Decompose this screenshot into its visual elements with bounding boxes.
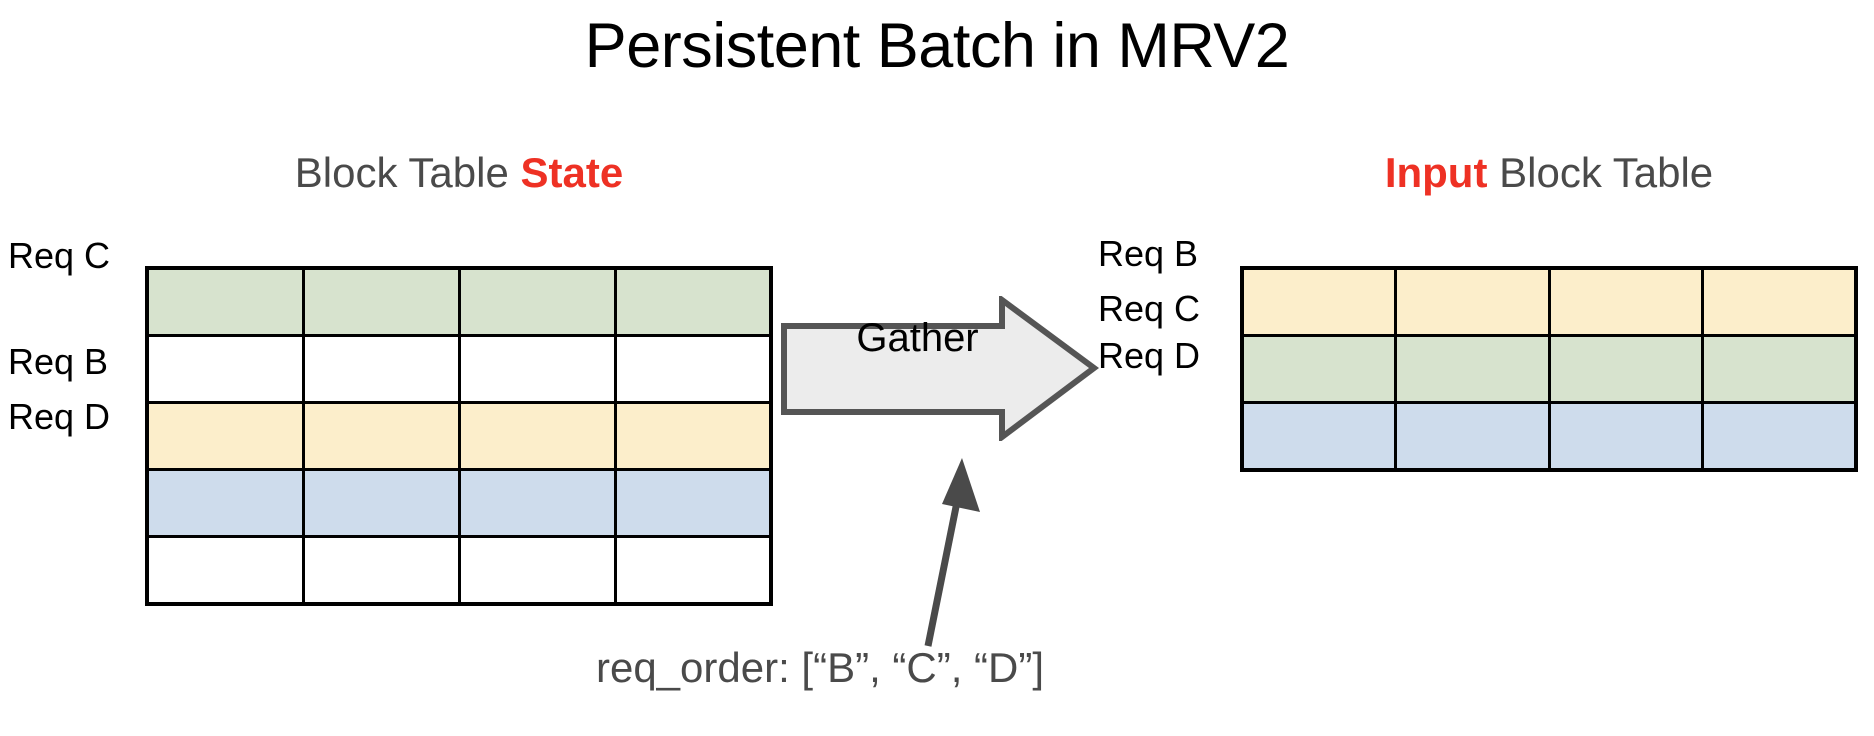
gather-arrow-shape	[781, 296, 1100, 441]
state-table-cell	[613, 334, 773, 404]
block-table-input	[1240, 266, 1858, 472]
block-table-input-body	[1240, 266, 1858, 472]
input-table-cell	[1701, 334, 1858, 404]
state-table-cell	[613, 535, 773, 606]
state-table-row	[145, 535, 773, 606]
input-table-row	[1240, 334, 1858, 404]
state-table-cell	[301, 401, 461, 471]
input-row-label-req-c: Req C	[1098, 288, 1201, 329]
left-heading-accent: State	[520, 149, 624, 196]
right-heading-suffix: Block Table	[1487, 149, 1714, 196]
state-table-row	[145, 334, 773, 404]
state-table-cell	[301, 266, 461, 337]
input-table-row	[1240, 266, 1858, 337]
input-table-cell	[1701, 401, 1858, 472]
block-table-state	[145, 266, 773, 606]
state-table-cell	[457, 468, 617, 538]
req-order-caption: req_order: [“B”, “C”, “D”]	[595, 644, 1045, 691]
state-table-cell	[145, 401, 305, 471]
state-table-cell	[613, 468, 773, 538]
gather-arrow-icon	[781, 296, 1100, 441]
state-table-cell	[457, 535, 617, 606]
state-table-cell	[145, 468, 305, 538]
input-row-label-req-b: Req B	[1098, 233, 1199, 274]
state-table-cell	[145, 334, 305, 404]
state-row-label-req-b: Req B	[8, 341, 109, 382]
input-table-cell	[1240, 401, 1397, 472]
state-table-cell	[301, 468, 461, 538]
input-table-row	[1240, 401, 1858, 472]
state-table-cell	[613, 401, 773, 471]
left-heading-prefix: Block Table	[294, 149, 521, 196]
input-table-cell	[1394, 401, 1551, 472]
state-table-cell	[301, 535, 461, 606]
page-title: Persistent Batch in MRV2	[584, 11, 1290, 81]
connector-arrowhead	[942, 458, 980, 512]
connector-line	[924, 491, 963, 647]
state-table-cell	[457, 401, 617, 471]
input-table-cell	[1547, 334, 1704, 404]
state-table-cell	[301, 334, 461, 404]
state-table-cell	[457, 266, 617, 337]
right-panel-heading: Input Block Table	[1240, 149, 1858, 196]
input-row-label-req-d: Req D	[1098, 335, 1201, 376]
left-panel-heading: Block Table State	[145, 149, 773, 196]
state-table-cell	[457, 334, 617, 404]
state-table-row	[145, 266, 773, 337]
state-table-cell	[145, 535, 305, 606]
input-table-cell	[1394, 334, 1551, 404]
state-table-cell	[145, 266, 305, 337]
state-table-row	[145, 468, 773, 538]
input-table-cell	[1701, 266, 1858, 337]
input-table-cell	[1394, 266, 1551, 337]
state-row-label-req-c: Req C	[8, 235, 111, 276]
input-table-cell	[1547, 401, 1704, 472]
input-table-cell	[1240, 334, 1397, 404]
input-table-cell	[1240, 266, 1397, 337]
state-table-row	[145, 401, 773, 471]
right-heading-accent: Input	[1384, 149, 1488, 196]
block-table-state-body	[145, 266, 773, 606]
req-order-connector-arrow-icon	[924, 458, 980, 647]
input-table-cell	[1547, 266, 1704, 337]
state-row-label-req-d: Req D	[8, 396, 111, 437]
state-table-cell	[613, 266, 773, 337]
